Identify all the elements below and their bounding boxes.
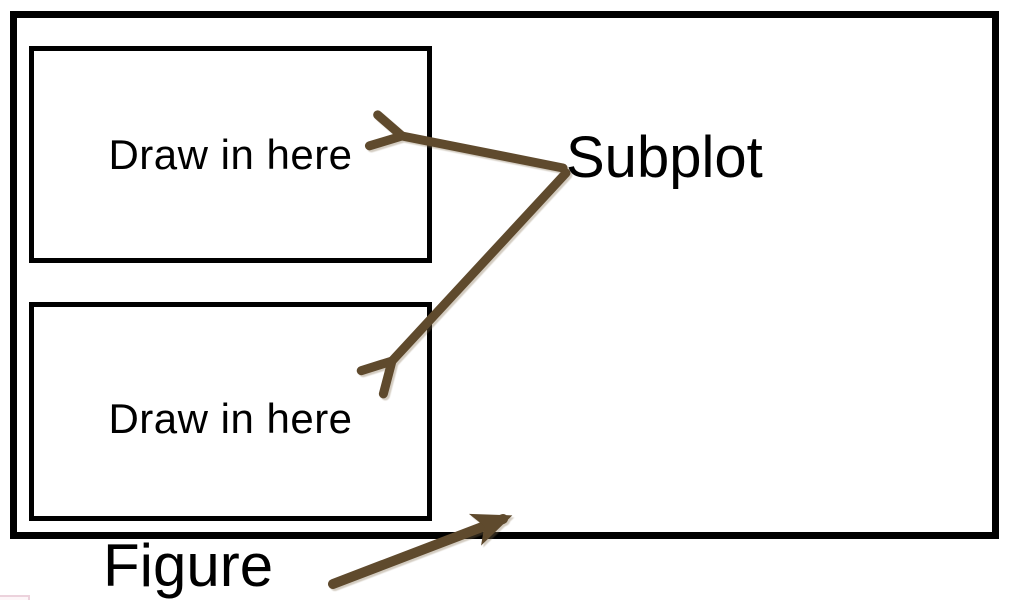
figure-label: Figure bbox=[103, 532, 274, 599]
subplot-box-upper: Draw in here bbox=[29, 46, 432, 263]
subplot-box-lower-text: Draw in here bbox=[108, 394, 353, 442]
subplot-box-lower: Draw in here bbox=[29, 302, 432, 521]
subplot-box-upper-text: Draw in here bbox=[108, 130, 353, 178]
stray-shape-fragment bbox=[0, 595, 30, 600]
subplot-label: Subplot bbox=[566, 125, 763, 190]
